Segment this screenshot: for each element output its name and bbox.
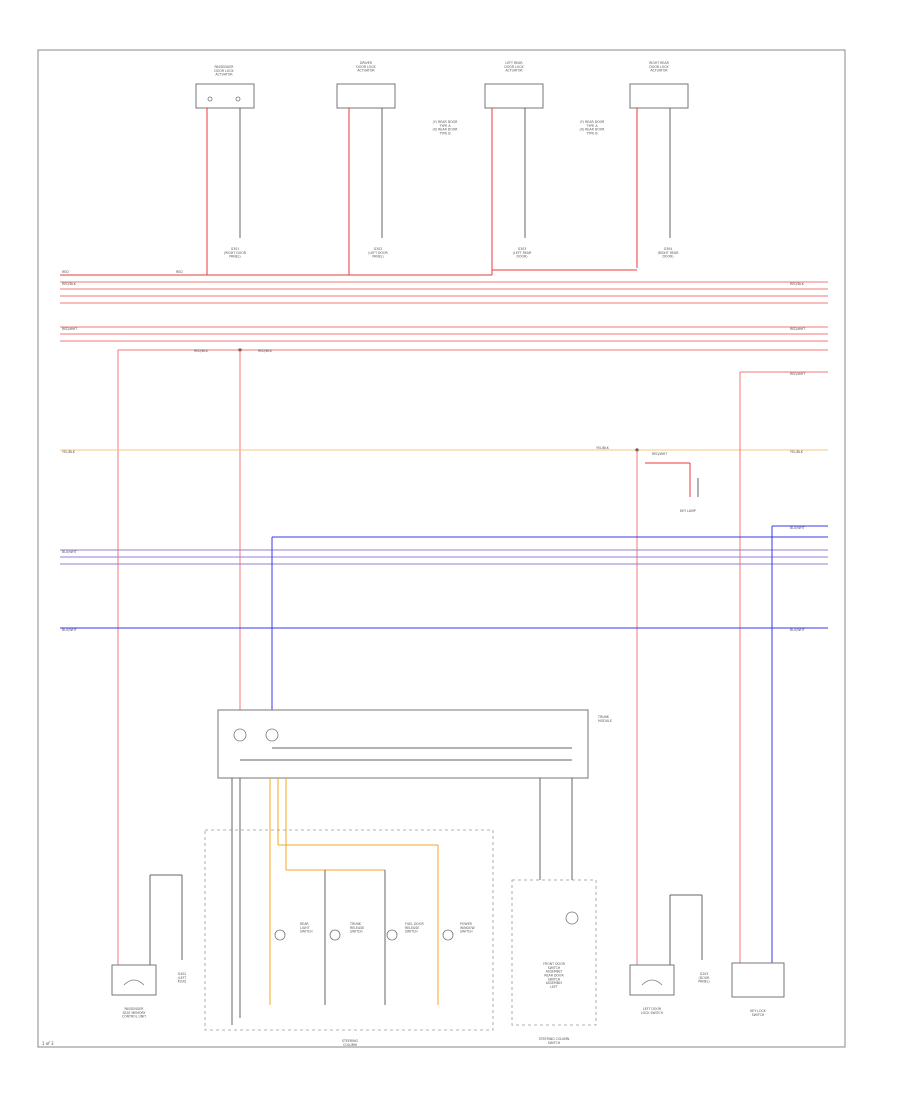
key-lamp-wire-label: RED/WHT: [652, 452, 667, 456]
blue-bus-lines: [60, 525, 828, 965]
diagram-frame: [37, 49, 846, 1048]
blue-bus-label-3: BLU/WHT: [62, 628, 77, 632]
junction-label-1: RED/BLK: [194, 349, 209, 353]
blue-bus-label-4: BLU/WHT: [790, 628, 805, 632]
key-lamp-label: KEY LAMP: [680, 509, 696, 513]
right-wire-label: RED/WHT: [790, 372, 805, 376]
page-number: 1 of 3: [42, 1041, 54, 1046]
blue-bus-label-1: BLU/WHT: [62, 550, 77, 554]
key-lamp-branch: RED/WHT KEY LAMP: [635, 448, 699, 965]
bus-label-1: RED: [62, 270, 69, 274]
yellow-bus-label: YEL/BLK: [62, 450, 76, 454]
steering-column-box: [204, 829, 494, 1031]
switch-assembly-box: [511, 879, 597, 1026]
switch-assembly-icon: [565, 911, 579, 925]
bus-label-2: RED/BLK: [62, 282, 77, 286]
bus-label-3: RED/WHT: [62, 327, 77, 331]
blue-bus-label-2: BLU/WHT: [790, 526, 805, 530]
bus-join-label: RED: [176, 270, 183, 274]
bus-lines: [60, 269, 828, 351]
right-bus-label-1: RED/BLK: [790, 282, 805, 286]
yellow-bus-right-label: YEL/BLK: [790, 450, 804, 454]
connector-down-wires: [231, 778, 573, 1025]
yellow-branch-label: YEL/BLK: [596, 446, 610, 450]
top-module-wires: [206, 108, 671, 275]
right-bus-label-2: RED/WHT: [790, 327, 805, 331]
junction-label-2: RED/BLK: [258, 349, 273, 353]
